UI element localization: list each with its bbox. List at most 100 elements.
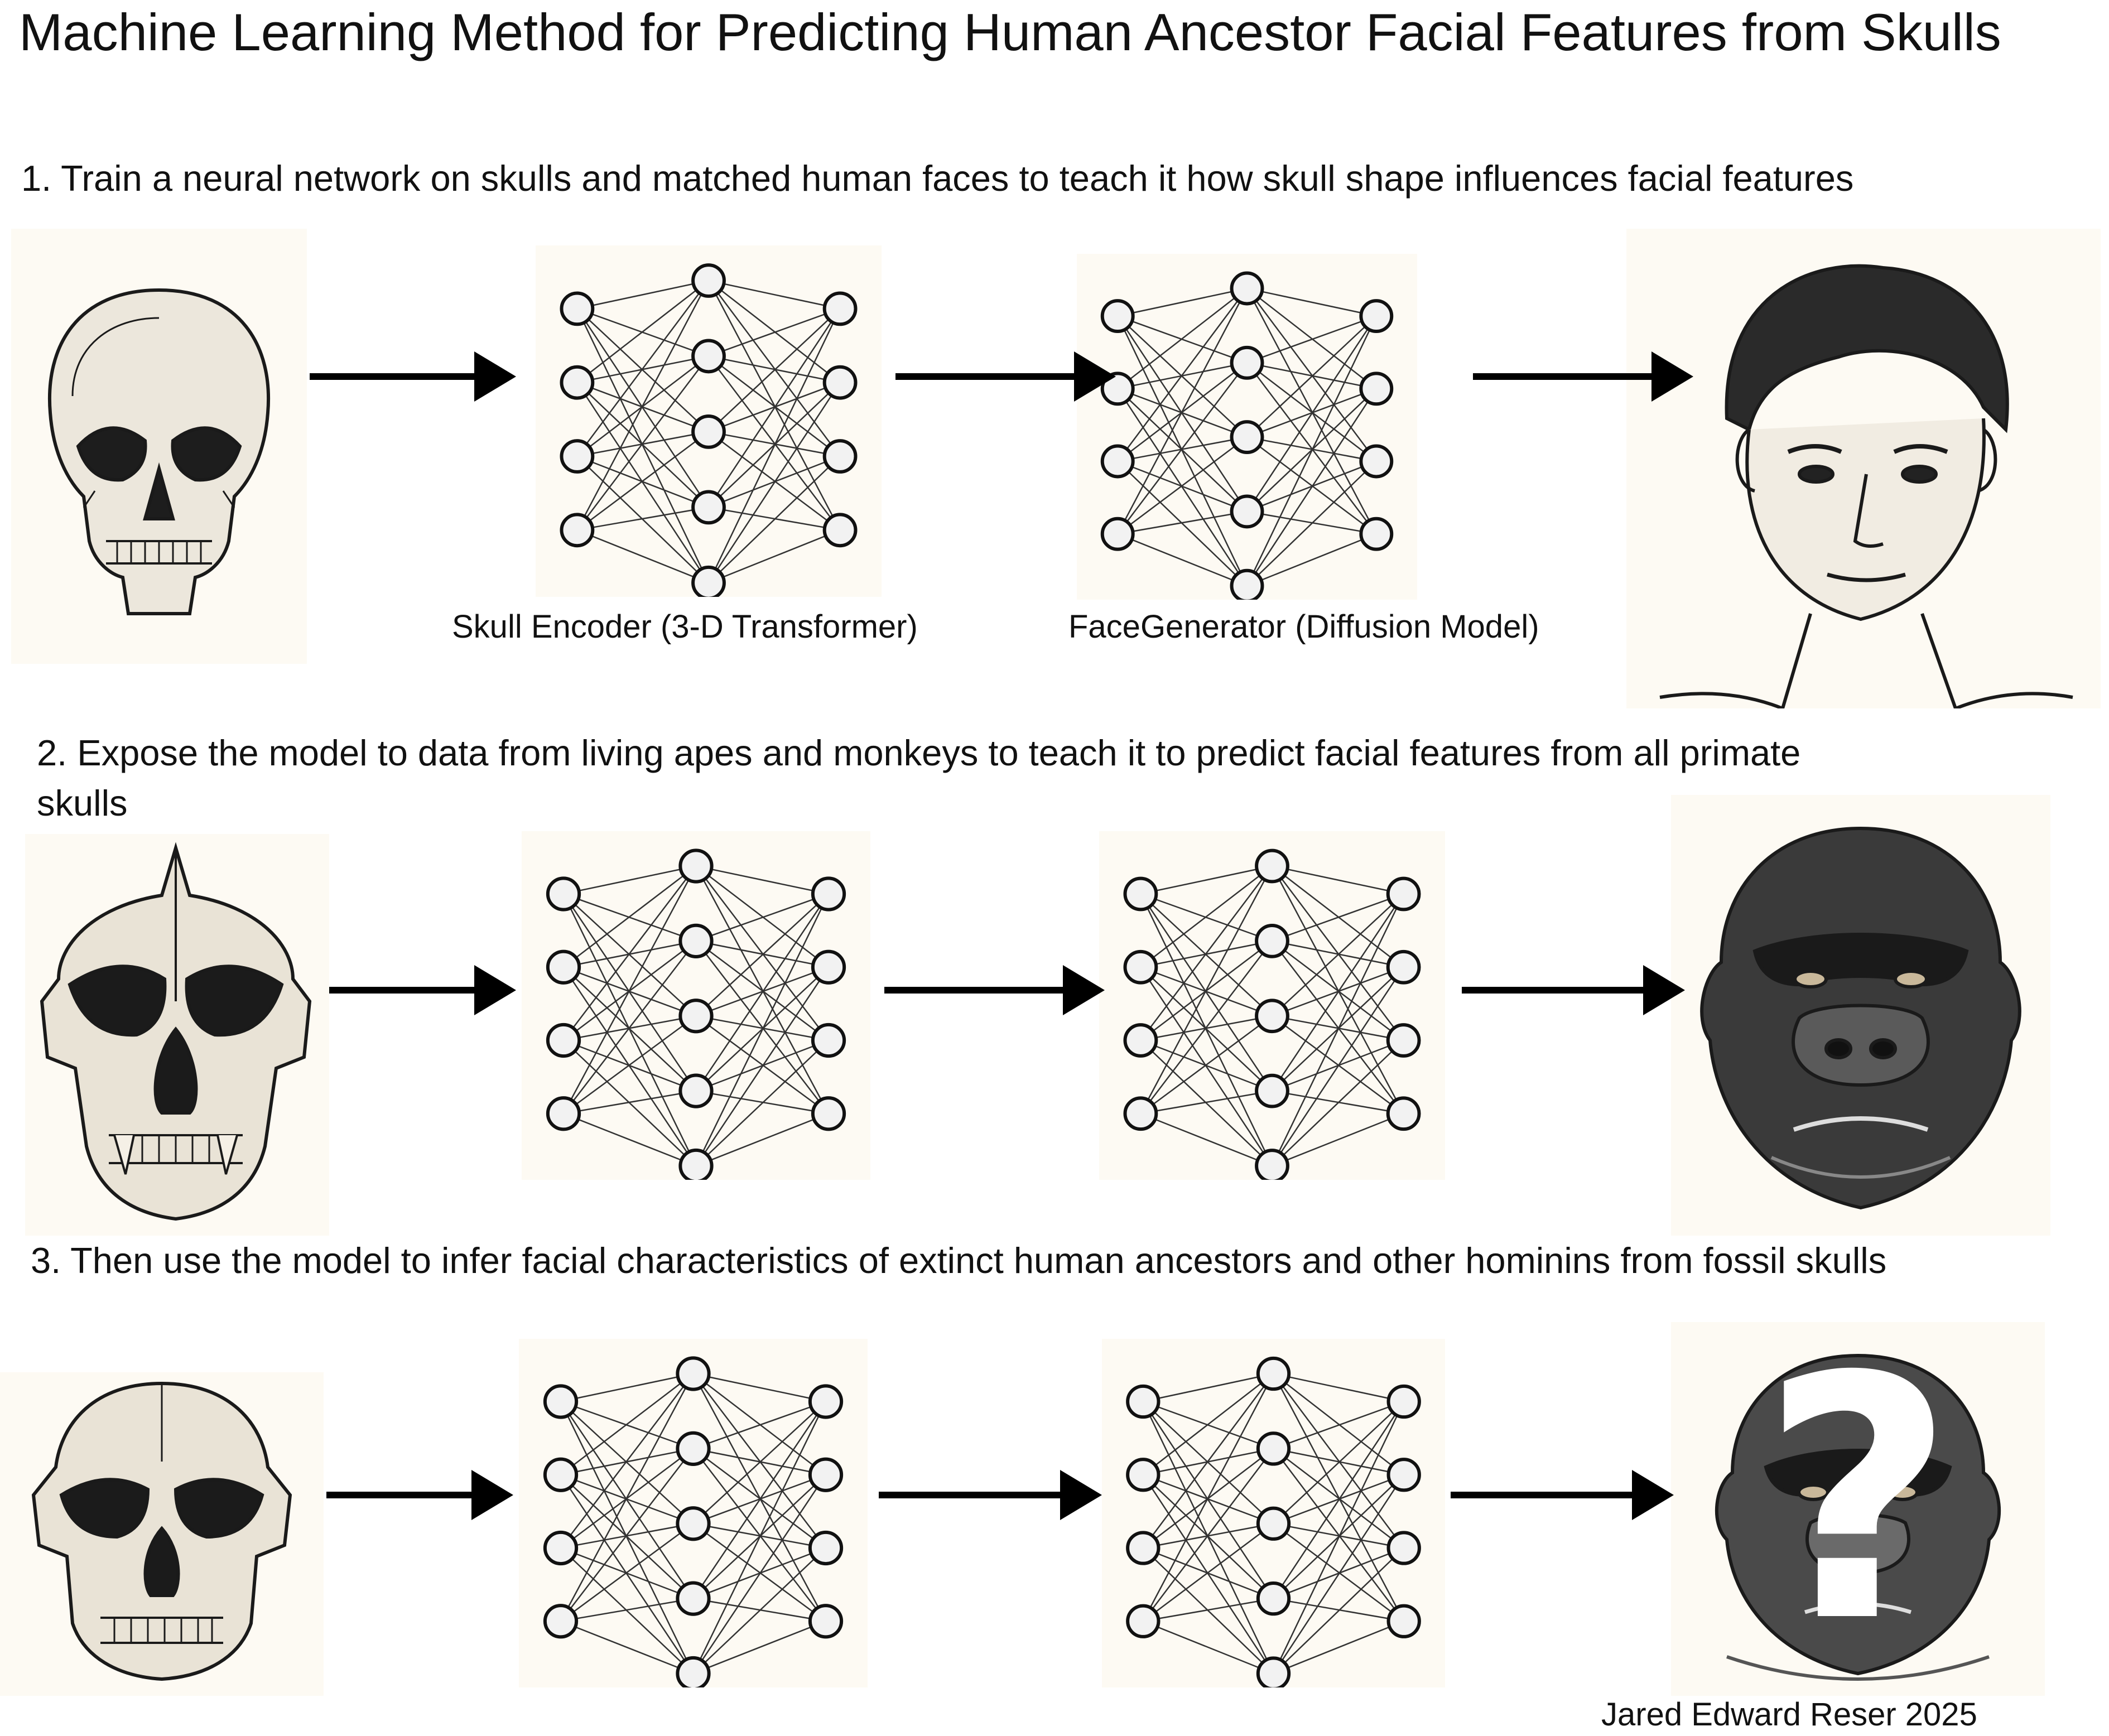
skull-encoder-label: Skull Encoder (3-D Transformer)	[452, 609, 918, 645]
network-node	[678, 923, 714, 958]
network-connection	[560, 1474, 694, 1674]
neural-network-icon	[543, 1356, 844, 1687]
network-node	[546, 1096, 581, 1131]
network-node	[1256, 1581, 1291, 1616]
network-connection	[577, 279, 709, 310]
network-node	[1386, 1458, 1421, 1492]
network-node	[1230, 568, 1264, 600]
network-node	[1386, 1096, 1421, 1131]
network-connection	[1143, 1523, 1274, 1622]
gorilla-face-icon	[1700, 826, 2021, 1210]
network-connection	[692, 1547, 826, 1674]
network-connection	[707, 382, 841, 584]
neural-network-icon	[546, 848, 846, 1180]
network-connection	[1273, 1401, 1405, 1525]
network-connection	[1273, 1401, 1404, 1450]
network-connection	[560, 1474, 694, 1599]
step-2-text-line-2: skulls	[37, 783, 128, 823]
network-connection	[707, 280, 841, 457]
network-connection	[693, 1401, 826, 1450]
network-connection	[1142, 1401, 1274, 1599]
network-connection	[576, 280, 709, 383]
network-connection	[560, 1373, 694, 1549]
network-connection	[560, 1547, 694, 1599]
step-3-text: 3. Then use the model to infer facial ch…	[31, 1240, 1887, 1281]
network-connection	[695, 967, 830, 1166]
network-node	[822, 291, 858, 326]
network-node	[1123, 1096, 1158, 1131]
network-connection	[692, 1448, 826, 1549]
network-connection	[563, 1039, 696, 1092]
network-node	[1100, 444, 1135, 479]
network-connection	[576, 529, 709, 584]
network-node	[1255, 1073, 1289, 1108]
network-connection	[577, 507, 709, 531]
network-connection	[1246, 388, 1377, 586]
network-connection	[1117, 288, 1248, 534]
network-connection	[1246, 315, 1377, 438]
network-connection	[1140, 1039, 1273, 1092]
network-node	[560, 291, 595, 326]
network-connection	[695, 940, 829, 1041]
network-connection	[560, 1448, 694, 1622]
network-connection	[560, 1401, 694, 1599]
network-connection	[1246, 362, 1377, 534]
arrow-right-icon	[1451, 1470, 1674, 1520]
network-connection	[707, 308, 841, 584]
face-generator-network-row-2	[1099, 831, 1445, 1180]
network-connection	[695, 893, 830, 1092]
network-connection	[1142, 1547, 1274, 1674]
network-connection	[560, 1523, 694, 1622]
network-connection	[708, 355, 841, 457]
network-node	[560, 365, 595, 400]
arrow-right-icon	[326, 1470, 513, 1520]
network-connection	[563, 1015, 697, 1115]
network-connection	[1246, 316, 1377, 586]
network-node	[1256, 1356, 1291, 1391]
network-connection	[1246, 288, 1377, 389]
network-node	[1230, 271, 1264, 306]
network-connection	[1272, 865, 1404, 895]
network-connection	[692, 1373, 826, 1549]
network-connection	[1246, 436, 1377, 535]
network-connection	[1140, 893, 1273, 1092]
step-2-text-line-1: 2. Expose the model to data from living …	[37, 732, 1801, 773]
network-node	[691, 565, 726, 597]
network-connection	[692, 1373, 826, 1475]
network-connection	[1117, 388, 1248, 586]
network-connection	[1273, 1401, 1405, 1674]
network-connection	[708, 355, 841, 531]
arrow-right-icon	[879, 1470, 1102, 1520]
network-node	[808, 1457, 844, 1492]
network-connection	[576, 455, 709, 508]
gorilla-skull-icon	[40, 842, 312, 1221]
network-connection	[1246, 287, 1377, 317]
network-connection	[563, 966, 697, 1092]
network-node	[1123, 949, 1158, 985]
hominin-face-image: ?	[1671, 1322, 2045, 1696]
network-node	[560, 439, 595, 474]
network-connection	[695, 941, 829, 1115]
network-connection	[708, 431, 841, 531]
network-connection	[1273, 1373, 1404, 1402]
network-node	[1386, 1604, 1421, 1638]
network-connection	[560, 1373, 694, 1402]
network-node	[1100, 372, 1135, 406]
network-connection	[560, 1621, 694, 1675]
network-connection	[1143, 1621, 1274, 1675]
network-node	[676, 1656, 711, 1687]
network-node	[811, 876, 846, 912]
network-connection	[560, 1547, 694, 1674]
network-connection	[1272, 1040, 1404, 1166]
network-connection	[576, 382, 709, 508]
step-1-text: 1. Train a neural network on skulls and …	[21, 158, 1854, 199]
network-connection	[695, 865, 829, 968]
network-connection	[1140, 865, 1273, 895]
network-connection	[1142, 1474, 1274, 1674]
network-node	[1359, 517, 1394, 551]
network-connection	[1142, 1373, 1274, 1549]
network-connection	[1143, 1547, 1274, 1599]
human-face-icon	[1659, 264, 2073, 708]
arrow-right-icon	[1462, 965, 1685, 1015]
network-connection	[1272, 865, 1404, 968]
